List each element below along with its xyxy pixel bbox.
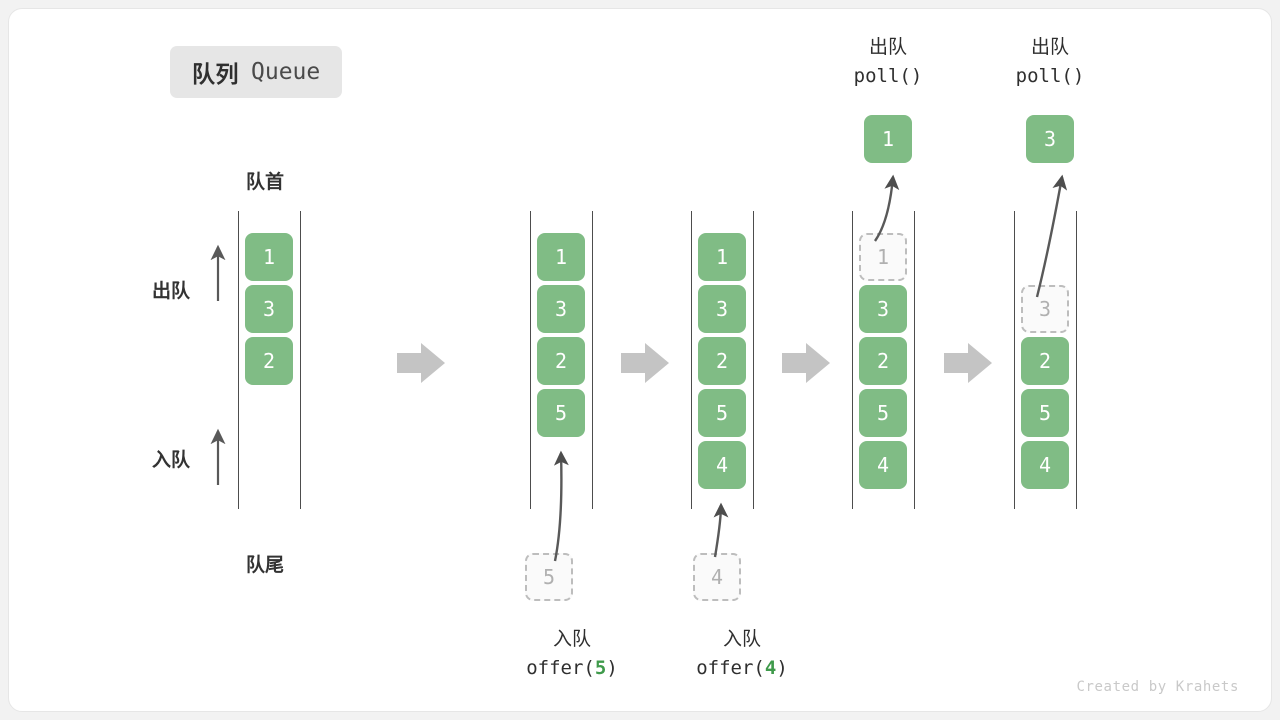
operation-arg: 4 — [764, 657, 777, 680]
queue-cell: 5 — [859, 389, 907, 437]
queue-cell: 2 — [1021, 337, 1069, 385]
incoming-ghost-cell: 5 — [525, 553, 573, 601]
step-arrow-1 — [397, 343, 445, 383]
step-arrow-4 — [944, 343, 992, 383]
front-label: 队首 — [246, 172, 285, 193]
queue-column-after-poll-1: 1 3 2 5 4 — [852, 211, 915, 509]
operation-arg: 5 — [594, 657, 607, 680]
queue-column-after-poll-3: 3 2 5 4 — [1014, 211, 1077, 509]
rail-right — [300, 211, 301, 509]
rail-right — [914, 211, 915, 509]
step-arrow-2 — [621, 343, 669, 383]
rail-right — [1076, 211, 1077, 509]
operation-code: poll() — [853, 65, 923, 88]
diagram-card: 队列 Queue 队首 队尾 出队 入队 1 3 2 1 3 2 5 5 入队 … — [8, 8, 1272, 712]
operation-code: offer(5) — [512, 654, 632, 683]
operation-label-offer-4: 入队 offer(4) — [682, 625, 802, 684]
queue-cell: 3 — [698, 285, 746, 333]
queue-cell: 5 — [537, 389, 585, 437]
queue-cell: 1 — [698, 233, 746, 281]
rail-left — [852, 211, 853, 509]
queue-column-after-offer-4: 1 3 2 5 4 — [691, 211, 754, 509]
incoming-ghost-cell: 4 — [693, 553, 741, 601]
rail-right — [592, 211, 593, 509]
queue-cell: 4 — [698, 441, 746, 489]
title-badge: 队列 Queue — [170, 46, 343, 98]
rear-label: 队尾 — [246, 555, 285, 576]
queue-cell: 2 — [245, 337, 293, 385]
rail-left — [530, 211, 531, 509]
operation-cn: 入队 — [722, 629, 761, 650]
poll-result-cell: 3 — [1026, 115, 1074, 163]
enqueue-side-label: 入队 — [152, 450, 191, 471]
operation-label-offer-5: 入队 offer(5) — [512, 625, 632, 684]
queue-cell: 2 — [537, 337, 585, 385]
operation-code: poll() — [1015, 65, 1085, 88]
queue-cell-ghost: 1 — [859, 233, 907, 281]
queue-cell: 1 — [245, 233, 293, 281]
queue-cell: 5 — [698, 389, 746, 437]
operation-label-poll-3: 出队 poll() — [990, 33, 1110, 92]
rail-left — [691, 211, 692, 509]
operation-cn: 入队 — [552, 629, 591, 650]
operation-close: ) — [776, 657, 788, 680]
queue-cell: 2 — [698, 337, 746, 385]
title-en: Queue — [251, 59, 321, 85]
rail-left — [1014, 211, 1015, 509]
queue-cell: 2 — [859, 337, 907, 385]
queue-cell: 5 — [1021, 389, 1069, 437]
poll-result-cell: 1 — [864, 115, 912, 163]
operation-fn: offer( — [696, 657, 765, 680]
queue-cell: 4 — [859, 441, 907, 489]
rail-right — [753, 211, 754, 509]
operation-code: offer(4) — [682, 654, 802, 683]
queue-cell: 3 — [859, 285, 907, 333]
queue-cell: 4 — [1021, 441, 1069, 489]
arrows-overlay — [210, 174, 1068, 562]
enqueue-arrow-4 — [713, 502, 729, 558]
rail-left — [238, 211, 239, 509]
diagram-stage: 队列 Queue 队首 队尾 出队 入队 1 3 2 1 3 2 5 5 入队 … — [9, 9, 1271, 711]
operation-label-poll-1: 出队 poll() — [828, 33, 948, 92]
queue-column-initial: 1 3 2 — [238, 211, 301, 509]
title-cn: 队列 — [192, 61, 239, 87]
queue-cell-ghost: 3 — [1021, 285, 1069, 333]
watermark: Created by Krahets — [1076, 679, 1239, 695]
queue-cell: 3 — [245, 285, 293, 333]
queue-cell: 3 — [537, 285, 585, 333]
operation-close: ) — [606, 657, 618, 680]
step-arrow-3 — [782, 343, 830, 383]
dequeue-side-label: 出队 — [152, 281, 191, 302]
queue-cell: 1 — [537, 233, 585, 281]
operation-fn: offer( — [526, 657, 595, 680]
queue-column-after-offer-5: 1 3 2 5 — [530, 211, 593, 509]
operation-cn: 出队 — [868, 37, 907, 58]
operation-cn: 出队 — [1030, 37, 1069, 58]
